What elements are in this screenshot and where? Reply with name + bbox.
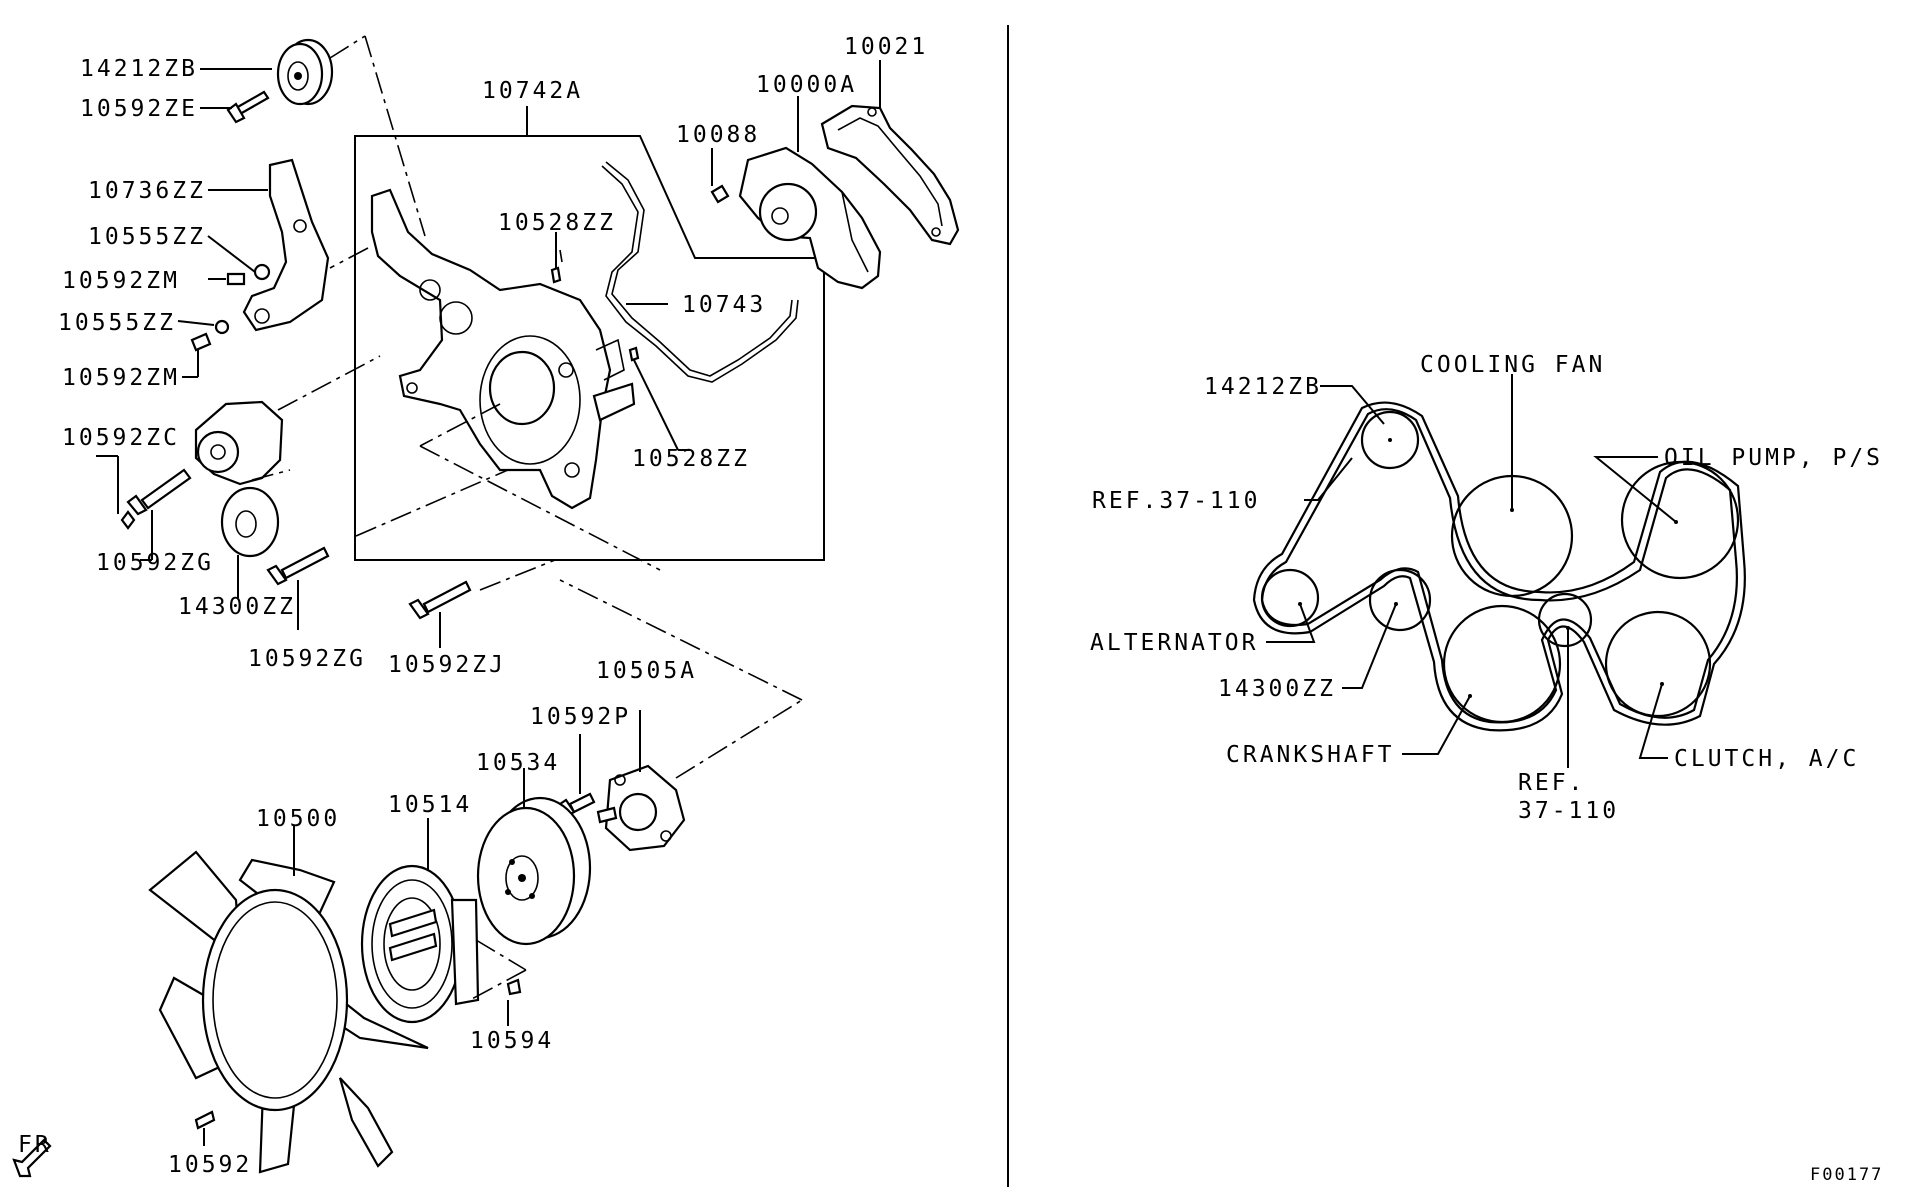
bolt-10592ZM-b bbox=[190, 332, 212, 352]
fan-bracket-part bbox=[596, 764, 686, 852]
label-10514: 10514 bbox=[388, 792, 472, 818]
nut-10594 bbox=[506, 978, 522, 996]
label-belt-14300ZZ: 14300ZZ bbox=[1218, 676, 1336, 702]
bolt-10592ZE bbox=[226, 90, 270, 124]
label-oil-pump: OIL PUMP, P/S bbox=[1664, 445, 1883, 471]
label-cooling-fan: COOLING FAN bbox=[1420, 352, 1605, 378]
drive-belt bbox=[1260, 408, 1738, 724]
label-ref-line2: 37-110 bbox=[1518, 798, 1619, 824]
pulley-idler bbox=[1360, 410, 1420, 470]
exploded-view: 14212ZB 10592ZE 10736ZZ 10555ZZ 10592ZM … bbox=[12, 34, 960, 1178]
label-14300ZZ: 14300ZZ bbox=[178, 594, 296, 620]
label-10592ZG-a: 10592ZG bbox=[96, 550, 214, 576]
cooling-fan-part bbox=[148, 850, 429, 1174]
label-10021: 10021 bbox=[844, 34, 928, 60]
label-10592ZM-a: 10592ZM bbox=[62, 268, 180, 294]
bolt-10592ZG-b bbox=[266, 546, 330, 586]
bracket-part bbox=[242, 158, 330, 332]
fan-clutch-part bbox=[360, 864, 480, 1024]
label-10500: 10500 bbox=[256, 806, 340, 832]
gasket-10021 bbox=[820, 104, 960, 246]
bolt-10592ZG-a bbox=[126, 468, 192, 516]
label-ref-line1: REF. bbox=[1518, 770, 1585, 796]
label-10000A: 10000A bbox=[756, 72, 857, 98]
pulley-ac-clutch bbox=[1604, 610, 1712, 718]
figure-code: F00177 bbox=[1810, 1165, 1883, 1185]
pulley-oil-pump bbox=[1620, 460, 1740, 580]
label-10592ZG-b: 10592ZG bbox=[248, 646, 366, 672]
bolt-10088 bbox=[710, 184, 730, 204]
bolt-10592ZM-a bbox=[226, 272, 246, 286]
label-10592P: 10592P bbox=[530, 704, 631, 730]
water-pump-part bbox=[738, 146, 882, 290]
label-10555ZZ-a: 10555ZZ bbox=[88, 224, 206, 250]
pulley-idler-lower bbox=[1537, 592, 1593, 648]
label-10736ZZ: 10736ZZ bbox=[88, 178, 206, 204]
label-clutch-ac: CLUTCH, A/C bbox=[1674, 746, 1859, 772]
label-14212ZB: 14212ZB bbox=[80, 56, 198, 82]
front-marker-label: FR bbox=[18, 1132, 52, 1158]
label-ref-belt: REF.37-110 bbox=[1092, 488, 1260, 514]
bolt-10592 bbox=[194, 1110, 216, 1130]
washer-10555ZZ-b bbox=[214, 319, 230, 335]
pin-10528ZZ-b bbox=[628, 346, 640, 362]
bolt-10592ZJ bbox=[408, 580, 472, 620]
label-belt-14212ZB: 14212ZB bbox=[1204, 374, 1322, 400]
pin-10528ZZ-a bbox=[550, 266, 562, 284]
tensioner-part bbox=[194, 400, 284, 558]
label-crankshaft: CRANKSHAFT bbox=[1226, 742, 1394, 768]
label-10592ZC: 10592ZC bbox=[62, 425, 180, 451]
label-10592ZJ: 10592ZJ bbox=[388, 652, 506, 678]
belt-routing-diagram: 14212ZB COOLING FAN OIL PUMP, P/S REF.37… bbox=[1090, 352, 1883, 824]
label-10592: 10592 bbox=[168, 1152, 252, 1178]
bolt-10592ZC bbox=[120, 510, 136, 530]
timing-cover-part bbox=[370, 188, 636, 510]
label-10743: 10743 bbox=[682, 292, 766, 318]
label-10592ZE: 10592ZE bbox=[80, 96, 198, 122]
label-10088: 10088 bbox=[676, 122, 760, 148]
label-10505A: 10505A bbox=[596, 658, 697, 684]
label-10534: 10534 bbox=[476, 750, 560, 776]
pulley-crankshaft bbox=[1442, 604, 1562, 724]
washer-10555ZZ-a bbox=[253, 263, 271, 281]
label-10742A: 10742A bbox=[482, 78, 583, 104]
front-direction-arrow-icon bbox=[12, 1138, 52, 1178]
idler-pulley-part bbox=[276, 38, 334, 106]
label-10528ZZ-b: 10528ZZ bbox=[632, 446, 750, 472]
gasket-10743 bbox=[605, 161, 793, 377]
pulley-10534-part bbox=[476, 796, 592, 946]
label-10594: 10594 bbox=[470, 1028, 554, 1054]
label-10528ZZ-a: 10528ZZ bbox=[498, 210, 616, 236]
label-alternator: ALTERNATOR bbox=[1090, 630, 1258, 656]
label-10555ZZ-b: 10555ZZ bbox=[58, 310, 176, 336]
label-10592ZM-b: 10592ZM bbox=[62, 365, 180, 391]
